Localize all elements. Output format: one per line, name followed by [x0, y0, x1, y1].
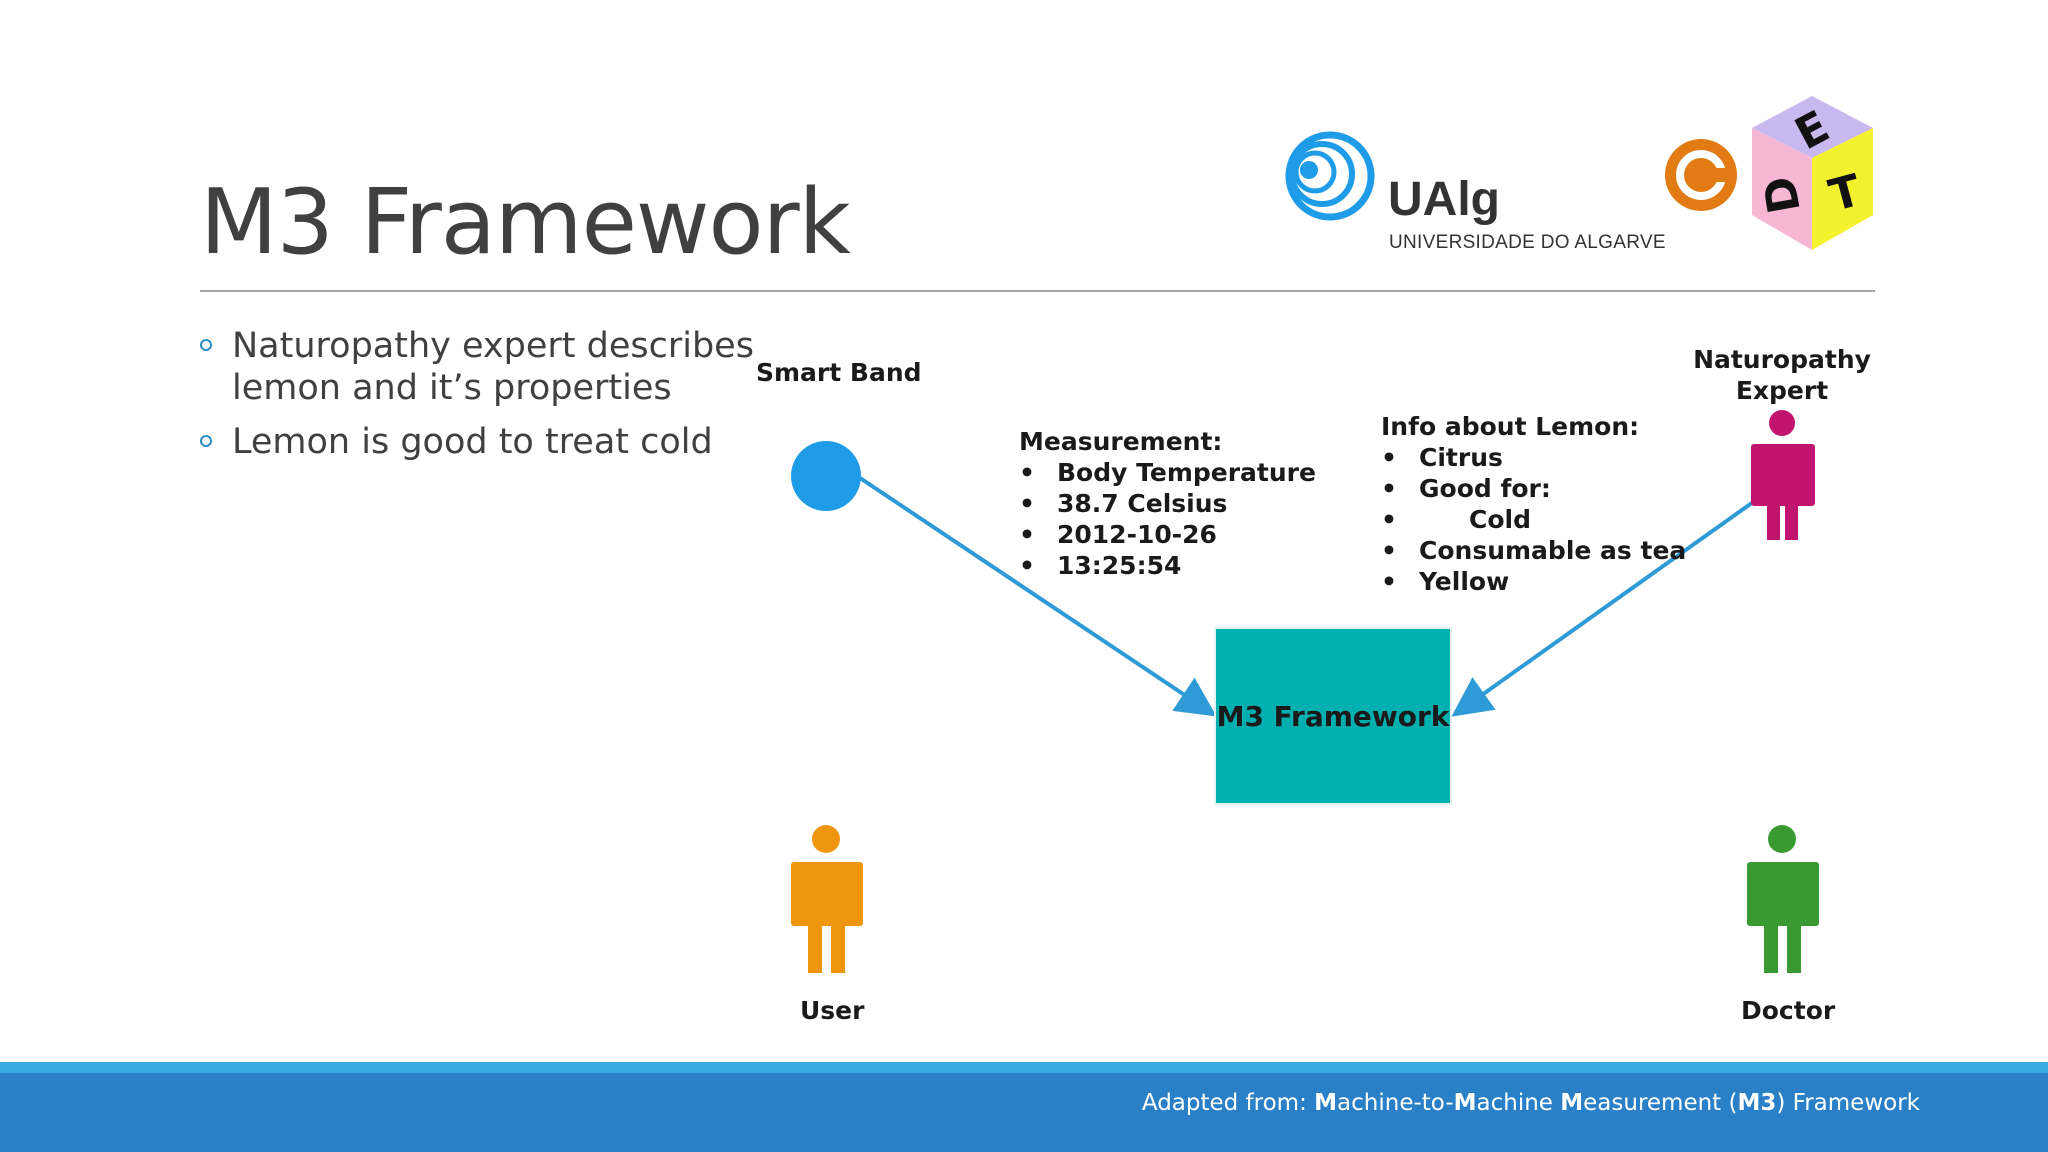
footer-word: easurement ( — [1583, 1090, 1738, 1116]
smart-band-node — [791, 441, 861, 511]
footer-suffix: ) Framework — [1776, 1090, 1920, 1116]
lemon-info-block: Info about Lemon: Citrus Good for: Cold … — [1381, 411, 1686, 597]
lemon-info-list: Citrus Good for: Cold Consumable as tea … — [1381, 442, 1686, 597]
measurement-block: Measurement: Body Temperature 38.7 Celsi… — [1019, 426, 1316, 581]
lemon-info-heading: Info about Lemon: — [1381, 412, 1640, 441]
measurement-item: Body Temperature — [1019, 457, 1316, 488]
expert-label-line2: Expert — [1735, 376, 1829, 405]
bullet-item: Lemon is good to treat cold — [200, 421, 760, 463]
edt-cube-icon: E D T — [1752, 96, 1873, 250]
footer-prefix: Adapted from: — [1141, 1090, 1315, 1116]
bullet-text: Naturopathy expert describes lemon and i… — [232, 326, 754, 408]
slide-title: M3 Framework — [200, 170, 851, 275]
naturopathy-expert-label: Naturopathy Expert — [1682, 344, 1882, 406]
footer-initial: M — [1453, 1090, 1477, 1116]
bullet-circle-icon — [200, 339, 212, 351]
measurement-item: 2012-10-26 — [1019, 519, 1316, 550]
bullet-text: Lemon is good to treat cold — [232, 422, 713, 462]
naturopathy-expert-person-icon — [1751, 410, 1815, 540]
footer-word: achine-to- — [1337, 1090, 1454, 1116]
measurement-item: 38.7 Celsius — [1019, 488, 1316, 519]
smart-band-arrow — [858, 476, 1217, 717]
smart-band-label: Smart Band — [756, 358, 922, 387]
measurement-list: Body Temperature 38.7 Celsius 2012-10-26… — [1019, 457, 1316, 581]
measurement-item: 13:25:54 — [1019, 550, 1316, 581]
title-divider — [200, 290, 1875, 292]
m3-framework-box: M3 Framework — [1214, 627, 1452, 805]
footer-citation: Adapted from: Machine-to-Machine Measure… — [1142, 1090, 1920, 1116]
lemon-info-item-text: Cold — [1469, 505, 1531, 534]
user-label: User — [800, 996, 865, 1025]
ualg-logo-name: UAlg — [1388, 173, 1500, 226]
measurement-heading: Measurement: — [1019, 427, 1223, 456]
lemon-info-item: Yellow — [1381, 566, 1686, 597]
doctor-label: Doctor — [1741, 996, 1836, 1025]
m3-framework-box-label: M3 Framework — [1216, 699, 1450, 733]
lemon-info-item: Cold — [1381, 504, 1686, 535]
lemon-info-item: Consumable as tea — [1381, 535, 1686, 566]
footer-initial: M — [1314, 1090, 1338, 1116]
cube-letter-d: D — [1754, 172, 1811, 217]
footer-word: achine — [1476, 1090, 1561, 1116]
expert-label-line1: Naturopathy — [1693, 345, 1871, 374]
footer-initial: M — [1560, 1090, 1584, 1116]
doctor-person-icon — [1747, 825, 1819, 973]
footer-bar — [0, 1073, 2048, 1152]
user-person-icon — [791, 825, 863, 973]
lemon-info-item: Citrus — [1381, 442, 1686, 473]
lemon-info-item: Good for: — [1381, 473, 1686, 504]
bullet-item: Naturopathy expert describes lemon and i… — [200, 325, 760, 409]
bullet-circle-icon — [200, 435, 212, 447]
expert-arrow — [1451, 498, 1758, 717]
footer-stripe — [0, 1062, 2048, 1073]
ualg-logo-subtitle: UNIVERSIDADE DO ALGARVE — [1389, 232, 1666, 253]
footer-abbr: M3 — [1737, 1090, 1777, 1116]
ualg-logo-icon — [1285, 131, 1375, 221]
bullet-list: Naturopathy expert describes lemon and i… — [200, 325, 760, 475]
c-logo-icon — [1665, 139, 1737, 211]
